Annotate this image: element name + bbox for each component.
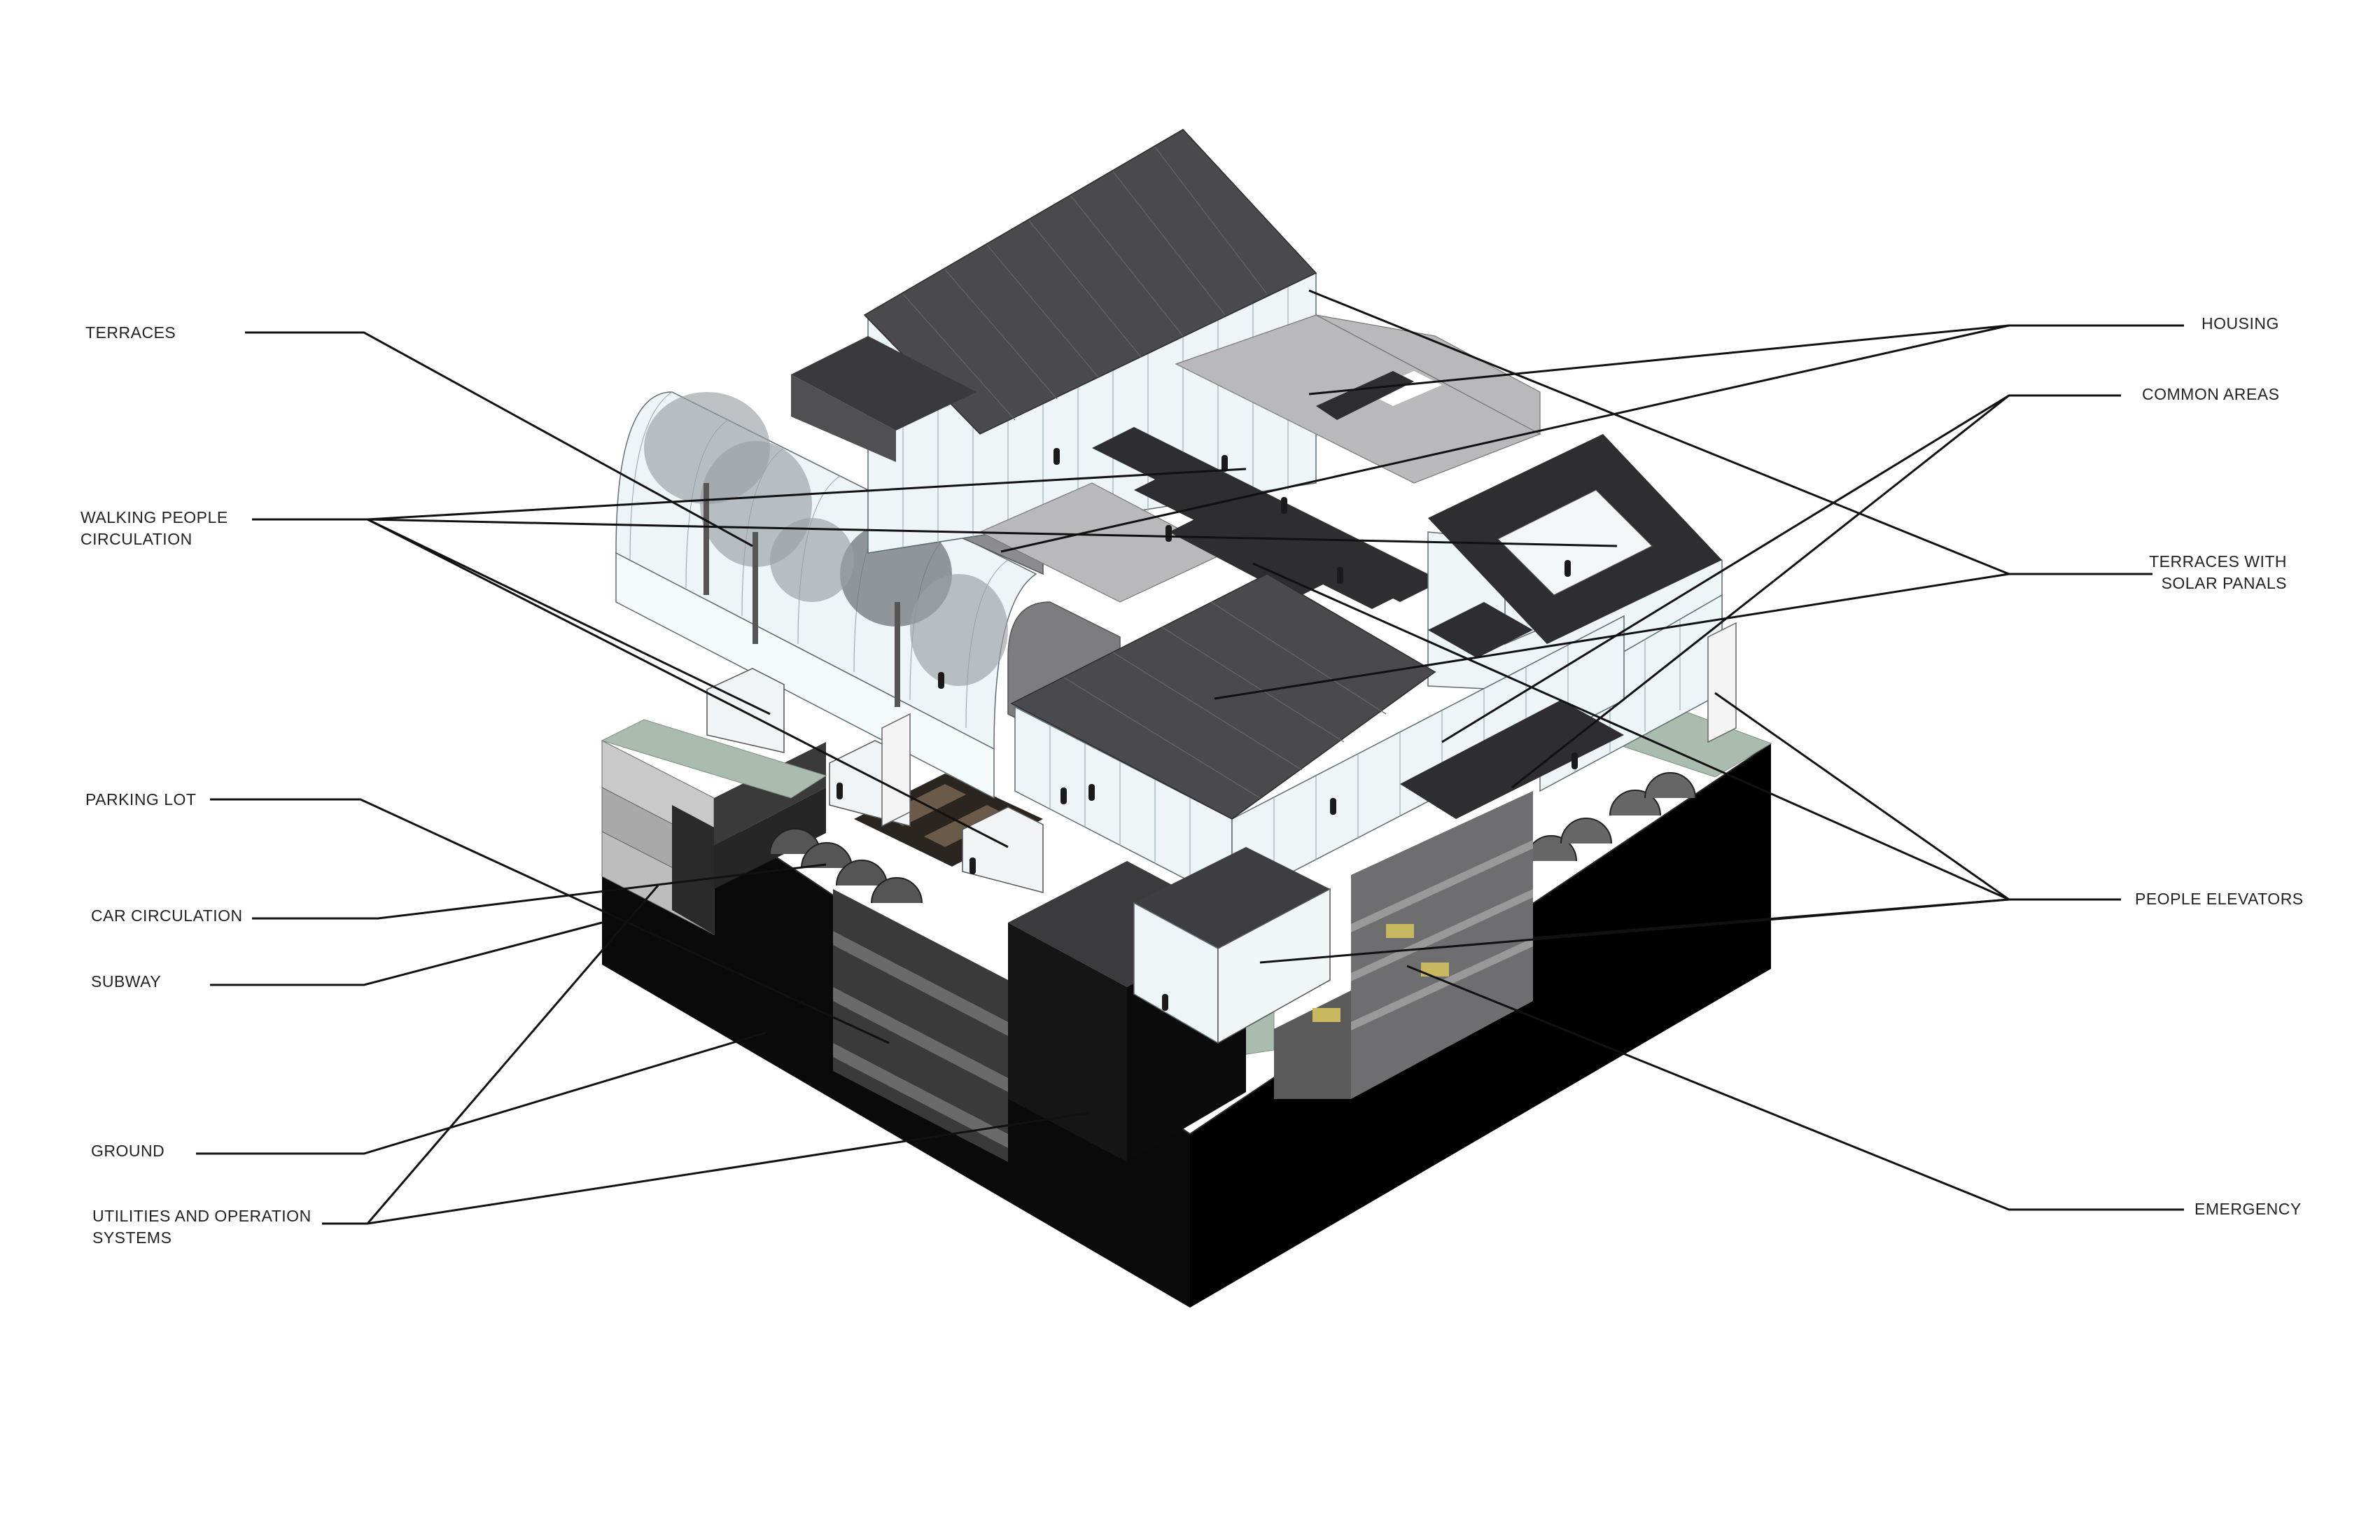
- leader-car-circulation: [252, 863, 827, 920]
- leader-elevators-3: [1252, 562, 2010, 901]
- label-terraces-solar-line1: TERRACES WITH: [2149, 552, 2287, 570]
- label-terraces: TERRACES: [85, 323, 176, 342]
- emergency-floors: [1274, 791, 1533, 1099]
- label-emergency: EMERGENCY: [2194, 1200, 2302, 1218]
- left-labels: TERRACES WALKING PEOPLE CIRCULATION PARK…: [80, 323, 312, 1247]
- label-car-circulation: CAR CIRCULATION: [91, 906, 243, 925]
- label-common-areas: COMMON AREAS: [2142, 385, 2279, 403]
- leader-common-areas-2: [1511, 394, 2010, 789]
- label-walking-circulation-line2: CIRCULATION: [80, 530, 192, 548]
- leader-subway: [210, 921, 603, 986]
- elevator-towers: [881, 622, 1737, 827]
- leader-emergency: [1406, 965, 2184, 1211]
- leader-ground: [196, 1031, 767, 1155]
- green-deck-left: [601, 719, 827, 799]
- terrace-decks: [979, 314, 1541, 609]
- label-ground: GROUND: [91, 1142, 164, 1160]
- right-labels: HOUSING COMMON AREAS TERRACES WITH SOLAR…: [2135, 314, 2304, 1218]
- leader-housing-2: [1000, 324, 2010, 553]
- leader-solar-2: [1214, 573, 2010, 700]
- leader-lines: [196, 289, 2184, 1225]
- leader-walking-circulation-4: [367, 518, 1009, 848]
- leader-walking-circulation-3: [367, 518, 771, 715]
- housing-lower-block: [1010, 573, 1625, 1044]
- label-walking-circulation-line1: WALKING PEOPLE: [80, 508, 228, 526]
- leader-utilities-2: [366, 885, 659, 1224]
- leader-elevators-2: [1714, 692, 2010, 901]
- label-parking-lot: PARKING LOT: [85, 790, 196, 808]
- leader-parking-lot: [210, 798, 890, 1044]
- people-silhouettes: [836, 448, 1578, 1011]
- subway-tunnels: [769, 772, 1696, 904]
- label-subway: SUBWAY: [91, 972, 161, 990]
- label-utilities-line1: UTILITIES AND OPERATION: [92, 1207, 312, 1225]
- label-housing: HOUSING: [2202, 314, 2279, 332]
- leader-walking-circulation-2: [367, 518, 1618, 547]
- label-people-elevators: PEOPLE ELEVATORS: [2135, 890, 2304, 908]
- label-terraces-solar-line2: SOLAR PANALS: [2162, 574, 2287, 592]
- leader-elevators-4: [1259, 898, 2010, 964]
- label-utilities-line2: SYSTEMS: [92, 1228, 172, 1247]
- leader-terraces: [245, 331, 753, 547]
